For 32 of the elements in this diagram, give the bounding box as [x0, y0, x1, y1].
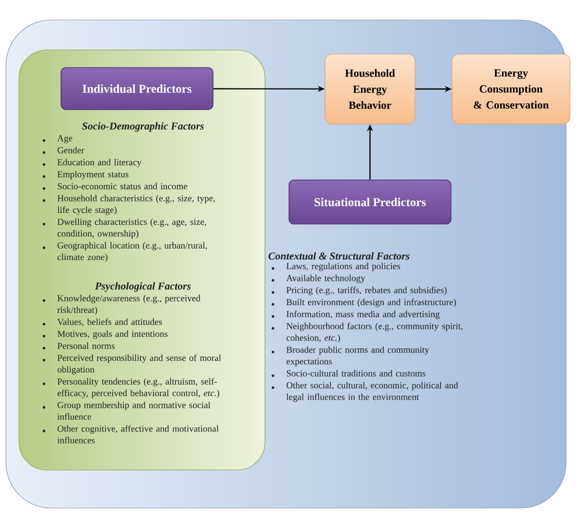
list-item: Dwelling characteristics (e.g., age, size, condition, ownership) [57, 218, 206, 238]
list-item: Personality tendencies (e.g., altruism, self-efficacy, perceived behavioral control, etc.) [57, 378, 220, 398]
list-item: Built environment (design and infrastructure) [286, 298, 456, 308]
outcome-box: Household Energy Behavior [324, 54, 416, 124]
outcome-box: Energy Consumption & Conservation [452, 54, 570, 124]
list-item: Group membership and normative social influence [57, 402, 210, 420]
list-item: Socio-economic status and income [58, 182, 188, 190]
list-item: Gender [58, 146, 84, 154]
list-item: Education and literacy [57, 158, 142, 168]
list-item: Laws, regulations and policies [286, 262, 400, 272]
list-item: Knowledge/awareness (e.g., perceived risk/threat) [57, 294, 200, 315]
list-item: Other cognitive, affective and motivational influences [57, 425, 219, 444]
list-item: Socio-cultural traditions and customs [286, 370, 426, 376]
list-item: Geographical location (e.g., urban/rural, climate zone) [58, 242, 207, 262]
list-item: Motives, goals and intentions [57, 330, 168, 339]
predictor-box: Situational Predictors [288, 180, 452, 224]
list-item: Information, mass media and advertising [286, 310, 440, 320]
list-item: Pricing (e.g., tariffs, rebates and subsidies) [286, 286, 447, 296]
list-item: Broader public norms and community expectations [286, 346, 430, 366]
list-item: Age [57, 135, 72, 144]
predictor-box: Individual Predictors [60, 67, 214, 110]
list-item: Employment status [57, 170, 128, 180]
list-item: Neighbourhood factors (e.g., community spirit, cohesion, etc.) [286, 322, 462, 343]
list-item: Other social, cultural, economic, political and legal influences in the environment [286, 382, 458, 402]
list-item: Personal norms [57, 342, 115, 349]
list-item: Available technology [286, 274, 366, 284]
list-item: Perceived responsibility and sense of moral obligation [57, 354, 222, 374]
section-heading: Socio-Demographic Factors [82, 122, 204, 132]
list-item: Values, beliefs and attitudes [57, 318, 162, 326]
section-heading: Psychological Factors [95, 282, 191, 292]
list-item: Household characteristics (e.g., size, type, life cycle stage) [57, 194, 215, 215]
section-heading: Contextual & Structural Factors [268, 252, 410, 260]
